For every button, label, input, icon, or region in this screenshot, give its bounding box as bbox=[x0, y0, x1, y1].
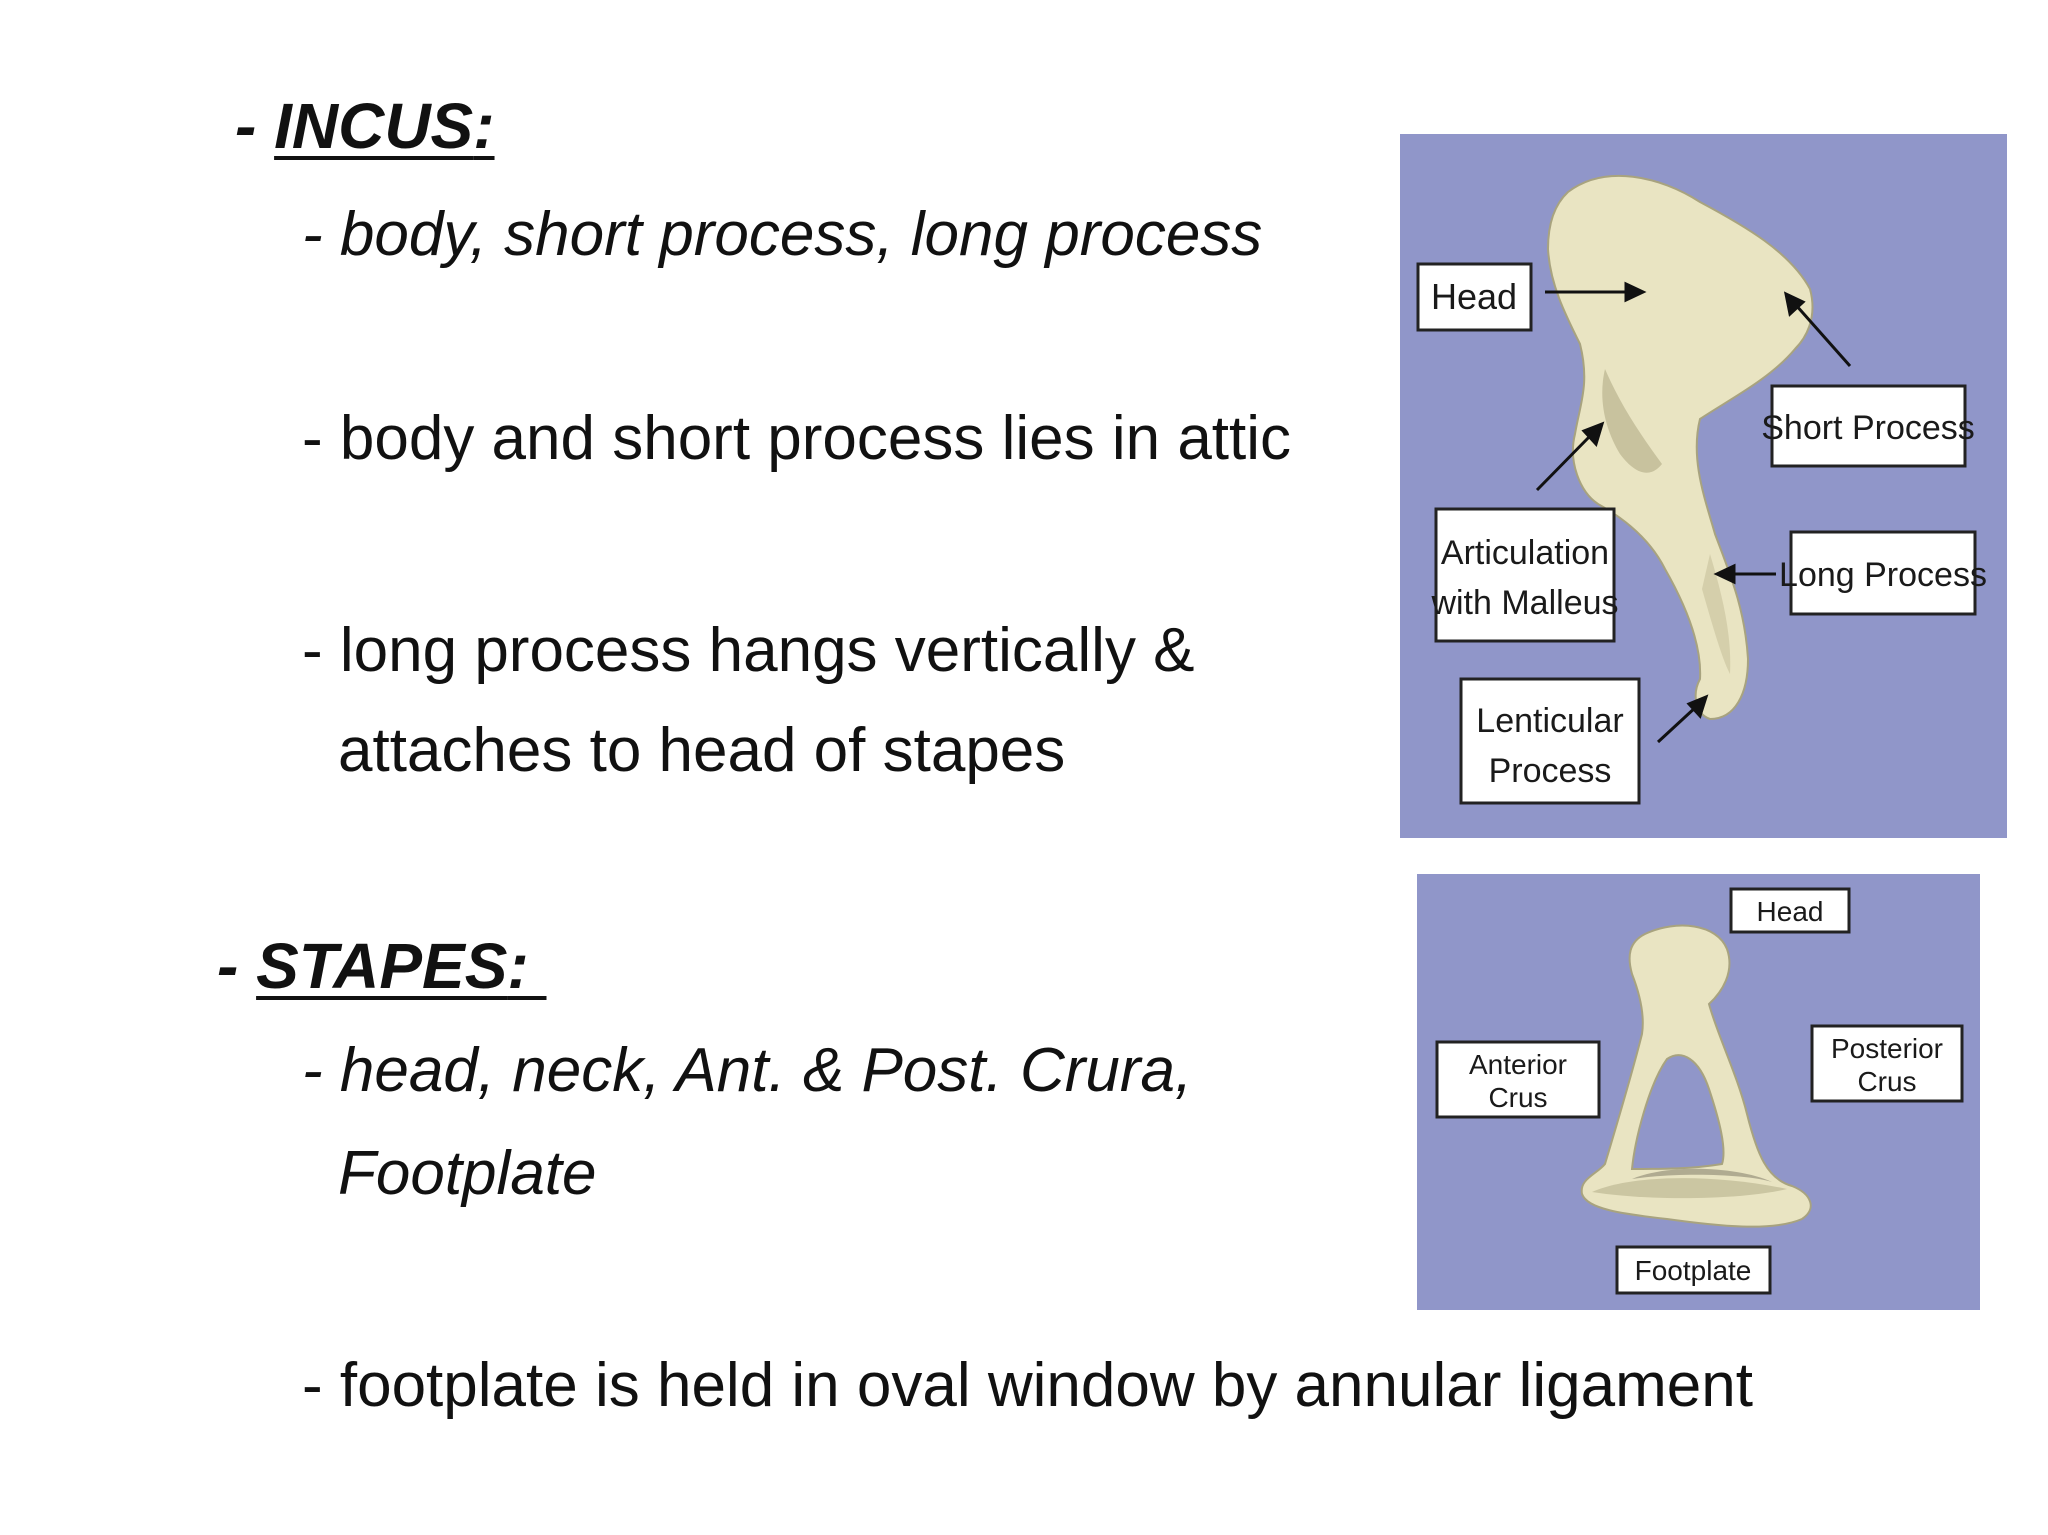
arrow-head-tip bbox=[1624, 281, 1647, 303]
label-head-text: Head bbox=[1757, 896, 1824, 927]
incus-bone-shading bbox=[1702, 554, 1731, 674]
label-short-process-text: Short Process bbox=[1761, 409, 1975, 447]
arrow-articulation-tip bbox=[1581, 421, 1605, 447]
label-long-process-text: Long Process bbox=[1779, 556, 1987, 594]
stapes-label-anterior-crus: Anterior Crus bbox=[1435, 1040, 1601, 1119]
incus-figure: Head Short Process Articulation with Mal… bbox=[1400, 134, 2007, 838]
heading-colon: : bbox=[507, 930, 547, 1002]
label-box bbox=[1789, 530, 1977, 616]
label-box bbox=[1770, 384, 1967, 468]
arrow-lenticular bbox=[1656, 704, 1699, 744]
incus-bone-shading bbox=[1602, 369, 1662, 473]
label-anterior-line1: Anterior bbox=[1469, 1049, 1567, 1080]
stapes-figure: Head Anterior Crus Posterior Crus Footpl… bbox=[1417, 874, 1980, 1310]
label-posterior-line2: Crus bbox=[1857, 1066, 1916, 1097]
incus-arrows bbox=[1535, 281, 1852, 744]
label-head-text: Head bbox=[1431, 276, 1517, 317]
heading-colon: : bbox=[473, 90, 495, 162]
incus-bullet-long-process-line1: - long process hangs vertically & bbox=[302, 616, 1195, 685]
stapes-bullet-parts-line1: - head, neck, Ant. & Post. Crura, bbox=[302, 1036, 1193, 1105]
arrow-short-process-tip bbox=[1783, 291, 1806, 317]
arrow-articulation bbox=[1535, 432, 1594, 492]
stapes-label-posterior-crus: Posterior Crus bbox=[1810, 1024, 1964, 1103]
label-articulation-line2: with Malleus bbox=[1430, 584, 1618, 622]
stapes-footplate-shading bbox=[1632, 1168, 1772, 1182]
incus-bullet-long-process-line2: attaches to head of stapes bbox=[338, 716, 1066, 785]
stapes-label-head: Head bbox=[1729, 887, 1851, 934]
label-box bbox=[1459, 677, 1641, 805]
arrow-short-process bbox=[1793, 303, 1852, 367]
incus-bullet-parts: - body, short process, long process bbox=[302, 200, 1263, 269]
label-lenticular-line2: Process bbox=[1489, 752, 1612, 790]
label-box bbox=[1615, 1245, 1772, 1295]
incus-label-short-process: Short Process bbox=[1761, 384, 1975, 468]
heading-dash: - bbox=[235, 90, 275, 162]
label-articulation-line1: Articulation bbox=[1441, 534, 1609, 572]
stapes-label-footplate: Footplate bbox=[1615, 1245, 1772, 1295]
heading-dash: - bbox=[217, 930, 257, 1002]
incus-bone bbox=[1546, 174, 1814, 721]
incus-label-long-process: Long Process bbox=[1779, 530, 1987, 616]
label-lenticular-line1: Lenticular bbox=[1476, 702, 1623, 740]
incus-heading-text: INCUS bbox=[274, 90, 474, 162]
label-box bbox=[1416, 262, 1533, 332]
incus-bullet-attic: - body and short process lies in attic bbox=[302, 404, 1292, 473]
label-box bbox=[1434, 507, 1616, 643]
label-anterior-line2: Crus bbox=[1488, 1082, 1547, 1113]
stapes-footplate-shading bbox=[1592, 1178, 1787, 1199]
incus-heading: - INCUS: bbox=[235, 94, 495, 158]
incus-label-articulation: Articulation with Malleus bbox=[1430, 507, 1619, 643]
stapes-bullet-footplate: - footplate is held in oval window by an… bbox=[302, 1351, 1753, 1420]
stapes-heading-text: STAPES bbox=[256, 930, 508, 1002]
stapes-heading: - STAPES: bbox=[217, 934, 547, 998]
label-box bbox=[1729, 887, 1851, 934]
label-box bbox=[1435, 1040, 1601, 1119]
label-footplate-text: Footplate bbox=[1635, 1255, 1752, 1286]
label-posterior-line1: Posterior bbox=[1831, 1033, 1943, 1064]
arrow-long-process-tip bbox=[1713, 563, 1736, 585]
incus-label-head: Head bbox=[1416, 262, 1533, 332]
label-box bbox=[1810, 1024, 1964, 1103]
stapes-obturator-foramen bbox=[1630, 1054, 1725, 1171]
arrow-lenticular-tip bbox=[1686, 694, 1709, 719]
incus-label-lenticular: Lenticular Process bbox=[1459, 677, 1641, 805]
stapes-bullet-parts-line2: Footplate bbox=[338, 1139, 597, 1208]
